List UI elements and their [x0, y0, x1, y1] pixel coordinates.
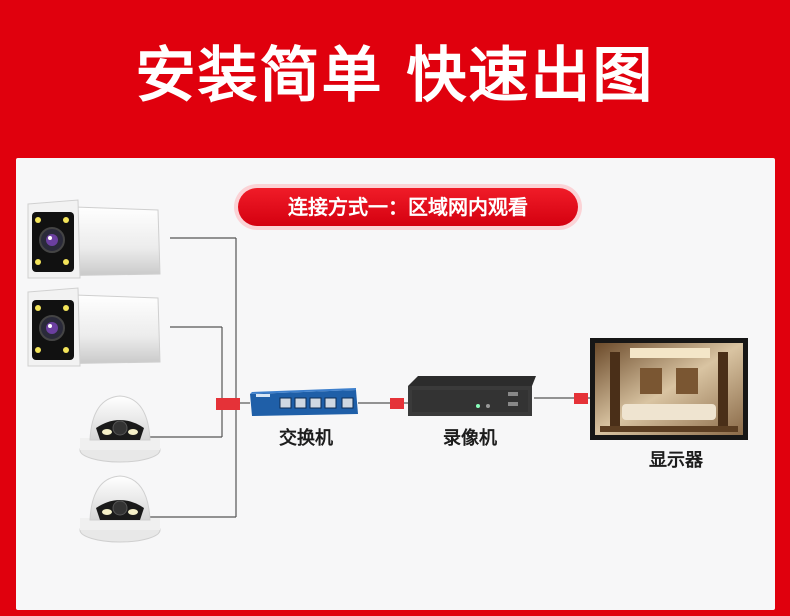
wiring	[150, 237, 590, 518]
dome-camera-icon	[79, 475, 161, 543]
nvr-recorder-icon	[408, 376, 536, 416]
network-switch-icon	[250, 388, 358, 416]
dome-camera-icon	[79, 395, 161, 463]
rj45-connector-icon	[574, 393, 588, 404]
bullet-camera-icon	[27, 199, 161, 279]
nvr-label: 录像机	[443, 428, 497, 449]
connection-mode-badge: 连接方式一：区域网内观看	[238, 188, 578, 226]
rj45-connector-icon	[216, 398, 240, 410]
monitor-label: 显示器	[649, 450, 703, 471]
monitor-icon	[590, 338, 748, 440]
rj45-connector-icon	[390, 398, 404, 409]
page-title: 安装简单 快速出图	[135, 41, 655, 111]
bullet-camera-icon	[27, 287, 161, 367]
switch-label: 交换机	[279, 428, 333, 449]
